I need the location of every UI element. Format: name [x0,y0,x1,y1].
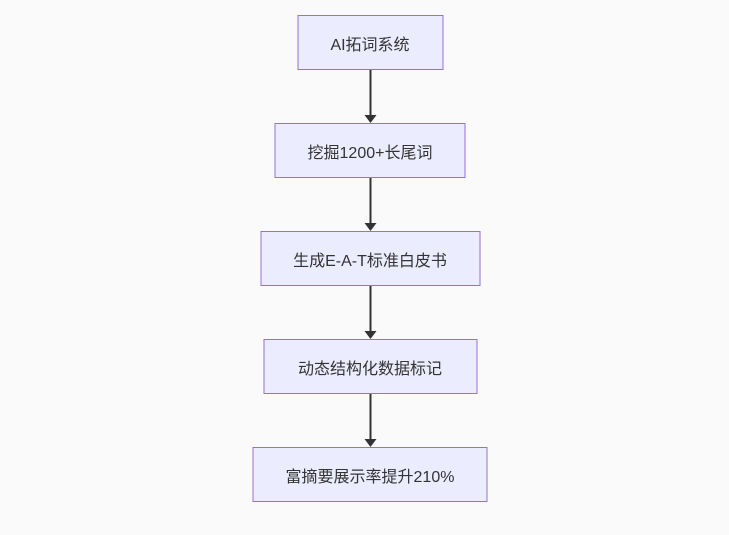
arrow-line [369,286,371,331]
arrow-head-icon [364,115,376,123]
flow-arrow-2 [364,178,376,231]
flow-node-rich-snippet-result: 富摘要展示率提升210% [252,447,488,502]
flow-arrow-1 [364,70,376,123]
arrow-line [369,70,371,115]
arrow-head-icon [364,439,376,447]
arrow-head-icon [364,223,376,231]
flow-arrow-3 [364,286,376,339]
arrow-head-icon [364,331,376,339]
flow-node-ai-keyword-system: AI拓词系统 [297,15,443,70]
flow-node-eat-whitepaper: 生成E-A-T标准白皮书 [260,231,480,286]
flow-node-structured-data-markup: 动态结构化数据标记 [263,339,477,394]
arrow-line [369,178,371,223]
arrow-line [369,394,371,439]
flow-node-longtail-mining: 挖掘1200+长尾词 [274,123,466,178]
flow-arrow-4 [364,394,376,447]
flowchart: AI拓词系统 挖掘1200+长尾词 生成E-A-T标准白皮书 动态结构化数据标记… [252,15,488,502]
